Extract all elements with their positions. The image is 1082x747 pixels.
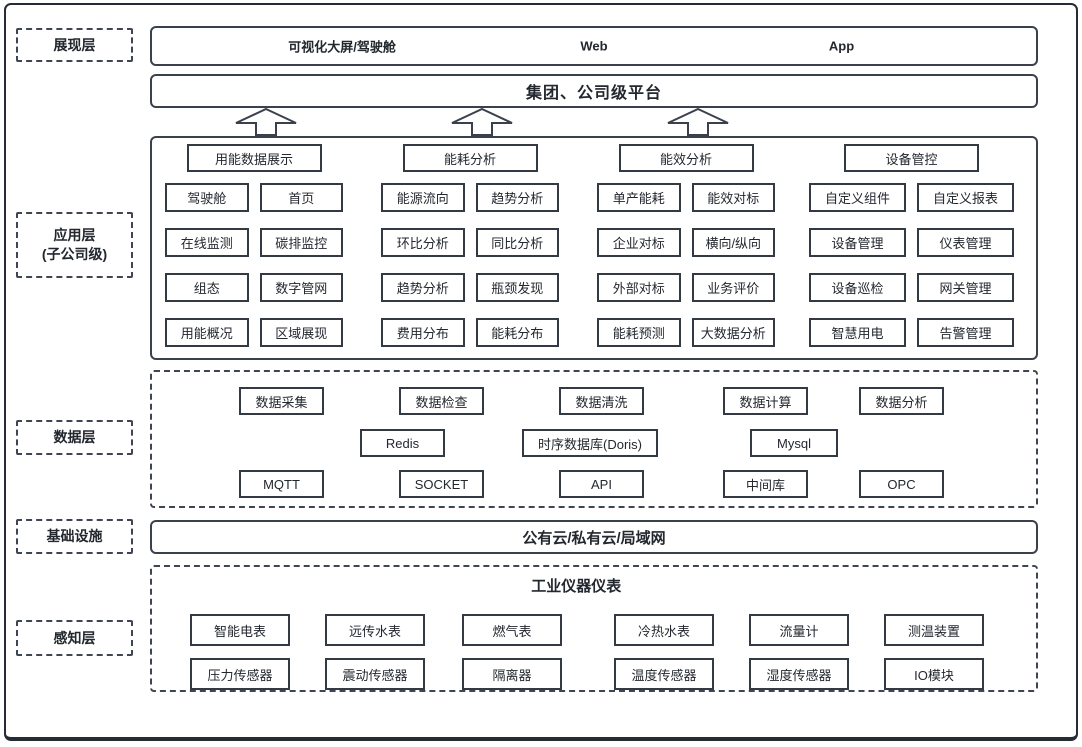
app-group-energy-consumption-analysis: 能耗分析 能源流向 趋势分析 环比分析 同比分析 趋势分析 瓶颈发现 费用分布 …: [381, 144, 559, 347]
app-module: 告警管理: [917, 318, 1014, 347]
device-box: 测温装置: [884, 614, 984, 646]
app-module: 组态: [165, 273, 249, 302]
perception-layer-box: 工业仪器仪表 智能电表 远传水表 燃气表 冷热水表 流量计 测温装置 压力传感器…: [150, 565, 1038, 692]
app-module: 自定义报表: [917, 183, 1014, 212]
perception-title: 工业仪器仪表: [531, 578, 622, 595]
data-protocol: 中间库: [723, 470, 808, 498]
app-module: 区域展现: [259, 318, 343, 347]
app-group-title: 能耗分析: [402, 144, 538, 172]
data-module: 数据清洗: [559, 387, 644, 415]
layer-label-perception: 感知层: [16, 620, 133, 656]
app-module: 能耗分布: [475, 318, 559, 347]
data-store: 时序数据库(Doris): [522, 429, 658, 457]
app-module: 大数据分析: [691, 318, 775, 347]
app-module: 能源流向: [381, 183, 465, 212]
data-store: Redis: [360, 429, 445, 457]
device-box: 流量计: [749, 614, 849, 646]
layer-label-text: (子公司级): [41, 246, 108, 262]
app-group-title: 设备管控: [844, 144, 979, 172]
application-layer-box: 用能数据展示 驾驶舱 首页 在线监测 碳排监控 组态 数字管网 用能概况 区域展…: [150, 136, 1038, 360]
app-module: 能耗预测: [597, 318, 681, 347]
device-box: 燃气表: [462, 614, 562, 646]
device-box: 隔离器: [462, 658, 562, 690]
device-box: 湿度传感器: [749, 658, 849, 690]
device-box: 温度传感器: [614, 658, 714, 690]
layer-label-infrastructure: 基础设施: [16, 519, 133, 554]
app-group-grid: 驾驶舱 首页 在线监测 碳排监控 组态 数字管网 用能概况 区域展现: [165, 183, 343, 347]
app-module: 费用分布: [381, 318, 465, 347]
app-group-grid: 自定义组件 自定义报表 设备管理 仪表管理 设备巡检 网关管理 智慧用电 告警管…: [809, 183, 1014, 347]
layer-label-text: 基础设施: [46, 528, 103, 545]
up-arrow-icon: [451, 108, 513, 136]
app-group-energy-efficiency-analysis: 能效分析 单产能耗 能效对标 企业对标 横向/纵向 外部对标 业务评价 能耗预测…: [597, 144, 775, 347]
data-store: Mysql: [750, 429, 838, 457]
presentation-item-app: App: [828, 38, 855, 54]
app-module: 自定义组件: [809, 183, 906, 212]
up-arrow-icon: [235, 108, 297, 136]
app-group-grid: 能源流向 趋势分析 环比分析 同比分析 趋势分析 瓶颈发现 费用分布 能耗分布: [381, 183, 559, 347]
platform-bar: 集团、公司级平台: [150, 74, 1038, 108]
layer-label-data: 数据层: [16, 420, 133, 455]
device-box: 冷热水表: [614, 614, 714, 646]
layer-label-text: 应用层: [53, 227, 96, 244]
app-module: 首页: [259, 183, 343, 212]
device-box: 远传水表: [325, 614, 425, 646]
app-module: 能效对标: [691, 183, 775, 212]
app-module: 环比分析: [381, 228, 465, 257]
layer-label-application: 应用层 (子公司级): [16, 212, 133, 278]
data-module: 数据计算: [723, 387, 808, 415]
data-protocol: API: [559, 470, 644, 498]
app-module: 同比分析: [475, 228, 559, 257]
app-group-device-management: 设备管控 自定义组件 自定义报表 设备管理 仪表管理 设备巡检 网关管理 智慧用…: [809, 144, 1014, 347]
device-box: 压力传感器: [190, 658, 290, 690]
app-module: 仪表管理: [917, 228, 1014, 257]
app-module: 设备管理: [809, 228, 906, 257]
infrastructure-title: 公有云/私有云/局域网: [522, 529, 666, 547]
data-module: 数据检查: [399, 387, 484, 415]
app-group-title: 能效分析: [618, 144, 754, 172]
data-module: 数据分析: [859, 387, 944, 415]
app-module: 趋势分析: [475, 183, 559, 212]
app-module: 在线监测: [165, 228, 249, 257]
device-box: 智能电表: [190, 614, 290, 646]
layer-label-text: 展现层: [53, 36, 96, 53]
app-module: 瓶颈发现: [475, 273, 559, 302]
app-module: 数字管网: [259, 273, 343, 302]
app-group-energy-data-display: 用能数据展示 驾驶舱 首页 在线监测 碳排监控 组态 数字管网 用能概况 区域展…: [165, 144, 343, 347]
device-box: IO模块: [884, 658, 984, 690]
presentation-bar: 可视化大屏/驾驶舱 Web App: [150, 26, 1038, 66]
data-protocol: SOCKET: [399, 470, 484, 498]
presentation-item-web: Web: [580, 38, 608, 54]
app-module: 单产能耗: [597, 183, 681, 212]
device-box: 震动传感器: [325, 658, 425, 690]
up-arrow-icon: [667, 108, 729, 136]
app-module: 趋势分析: [381, 273, 465, 302]
data-protocol: MQTT: [239, 470, 324, 498]
app-module: 智慧用电: [809, 318, 906, 347]
app-module: 企业对标: [597, 228, 681, 257]
app-module: 横向/纵向: [691, 228, 775, 257]
data-layer-box: 数据采集 数据检查 数据清洗 数据计算 数据分析 Redis 时序数据库(Dor…: [150, 370, 1038, 508]
app-group-grid: 单产能耗 能效对标 企业对标 横向/纵向 外部对标 业务评价 能耗预测 大数据分…: [597, 183, 775, 347]
app-module: 网关管理: [917, 273, 1014, 302]
app-group-title: 用能数据展示: [186, 144, 322, 172]
app-module: 驾驶舱: [165, 183, 249, 212]
presentation-item-dashboard: 可视化大屏/驾驶舱: [288, 39, 396, 55]
data-module: 数据采集: [239, 387, 324, 415]
layer-label-presentation: 展现层: [16, 28, 133, 62]
app-module: 外部对标: [597, 273, 681, 302]
app-module: 设备巡检: [809, 273, 906, 302]
app-module: 用能概况: [165, 318, 249, 347]
layer-label-text: 数据层: [53, 429, 96, 446]
app-module: 业务评价: [691, 273, 775, 302]
platform-title: 集团、公司级平台: [525, 85, 662, 102]
data-protocol: OPC: [859, 470, 944, 498]
infrastructure-bar: 公有云/私有云/局域网: [150, 520, 1038, 554]
app-module: 碳排监控: [259, 228, 343, 257]
layer-label-text: 感知层: [53, 629, 96, 646]
